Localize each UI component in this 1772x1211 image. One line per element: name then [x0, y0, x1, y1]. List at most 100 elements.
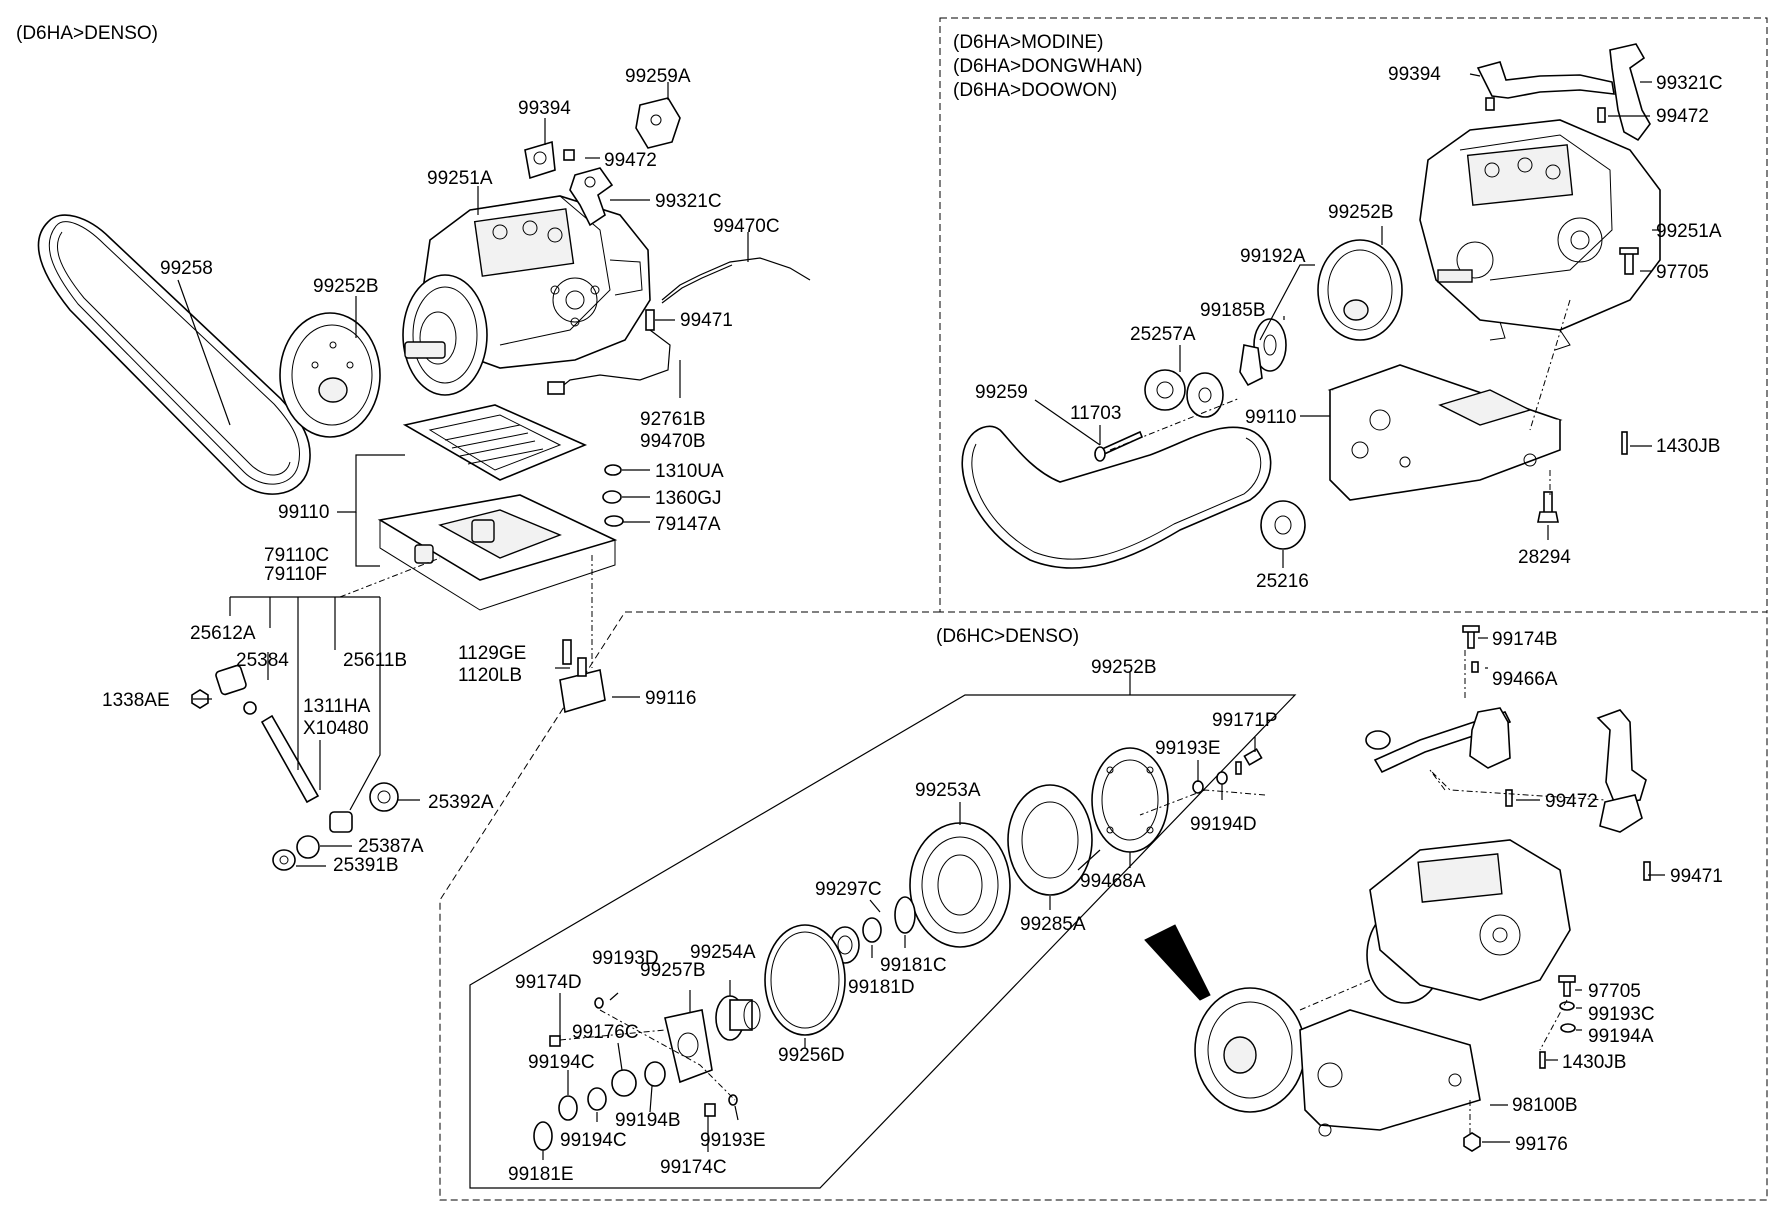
- part-label[interactable]: 99181C: [880, 955, 947, 976]
- part-label[interactable]: 99110: [1245, 407, 1296, 428]
- bolt-99171P: [1235, 748, 1263, 775]
- part-label[interactable]: 99194A: [1588, 1026, 1654, 1047]
- part-label[interactable]: 99321C: [1656, 73, 1723, 94]
- part-label[interactable]: 1360GJ: [655, 488, 722, 509]
- part-label[interactable]: 99471: [680, 310, 733, 331]
- part-label[interactable]: 99472: [1545, 791, 1598, 812]
- part-label[interactable]: 25384: [236, 650, 289, 671]
- rod-assembly-25612A: [191, 664, 399, 871]
- part-label[interactable]: 99321C: [655, 191, 722, 212]
- section-title-doowon: (D6HA>DOOWON): [953, 80, 1117, 101]
- part-label[interactable]: 99193C: [1588, 1004, 1655, 1025]
- part-label[interactable]: 99174C: [660, 1157, 727, 1178]
- part-label[interactable]: 97705: [1656, 262, 1709, 283]
- part-label[interactable]: 99193E: [1155, 738, 1221, 759]
- part-label[interactable]: 79110F: [264, 564, 327, 585]
- plate-99468A: [1091, 747, 1169, 853]
- part-label[interactable]: 99251A: [1656, 221, 1722, 242]
- part-label[interactable]: 99192A: [1240, 246, 1306, 267]
- fasteners-c: [1462, 625, 1651, 1152]
- idler-25257A: [1144, 369, 1224, 418]
- part-label[interactable]: 99254A: [690, 942, 756, 963]
- part-label[interactable]: 99194C: [560, 1130, 627, 1151]
- part-label[interactable]: 25216: [1256, 571, 1309, 592]
- part-label[interactable]: 99116: [645, 688, 696, 709]
- part-label[interactable]: 99171P: [1212, 710, 1278, 731]
- part-label[interactable]: 99470C: [713, 216, 780, 237]
- part-label[interactable]: 25392A: [428, 792, 494, 813]
- part-label[interactable]: 99252B: [313, 276, 379, 297]
- part-label[interactable]: 98100B: [1512, 1095, 1578, 1116]
- part-label[interactable]: 99176C: [572, 1022, 639, 1043]
- clutch-pulley-on-compressor: [402, 274, 488, 396]
- part-label[interactable]: 92761B: [640, 409, 706, 430]
- part-label[interactable]: 11703: [1070, 403, 1121, 424]
- part-label[interactable]: 99468A: [1080, 871, 1146, 892]
- part-label[interactable]: 99193E: [700, 1130, 766, 1151]
- belt-99258: [37, 214, 311, 495]
- part-label[interactable]: 28294: [1518, 547, 1571, 568]
- part-label[interactable]: 99259: [975, 382, 1028, 403]
- part-label[interactable]: 25391B: [333, 855, 399, 876]
- part-label[interactable]: 1120LB: [458, 665, 522, 686]
- part-label[interactable]: 99285A: [1020, 914, 1086, 935]
- part-label[interactable]: 99252B: [1328, 202, 1394, 223]
- part-label[interactable]: 99258: [160, 258, 213, 279]
- compressor-c: [1369, 839, 1571, 1001]
- part-label[interactable]: 99394: [1388, 64, 1441, 85]
- part-label[interactable]: 1129GE: [458, 643, 526, 664]
- bracket-99110: [377, 404, 618, 611]
- part-label[interactable]: 99297C: [815, 879, 882, 900]
- labels-section-b: 99394 99321C 99472 99252B 99251A 99192A …: [975, 64, 1723, 592]
- part-label[interactable]: 25612A: [190, 623, 256, 644]
- part-label[interactable]: 1310UA: [655, 461, 724, 482]
- part-label[interactable]: 99193D: [592, 948, 659, 969]
- part-label[interactable]: 99252B: [1091, 657, 1157, 678]
- part-label[interactable]: 99194C: [528, 1052, 595, 1073]
- part-label[interactable]: 79147A: [655, 514, 721, 535]
- part-label[interactable]: 97705: [1588, 981, 1641, 1002]
- part-label[interactable]: 99472: [1656, 106, 1709, 127]
- part-label[interactable]: 99472: [604, 150, 657, 171]
- bolt-97705-b: [1619, 247, 1639, 275]
- part-label[interactable]: 25387A: [358, 836, 424, 857]
- part-label[interactable]: 99181E: [508, 1164, 574, 1185]
- part-label[interactable]: 99253A: [915, 780, 981, 801]
- part-label[interactable]: 1430JB: [1562, 1052, 1626, 1073]
- pulley-99252B: [279, 312, 381, 438]
- part-label[interactable]: 99181D: [848, 977, 915, 998]
- part-label[interactable]: 99466A: [1492, 669, 1558, 690]
- coil-99285A: [1007, 784, 1101, 896]
- part-label[interactable]: 99185B: [1200, 300, 1266, 321]
- part-label[interactable]: 99194B: [615, 1110, 681, 1131]
- part-label[interactable]: 99176: [1515, 1134, 1568, 1155]
- part-label[interactable]: 99251A: [427, 168, 493, 189]
- part-label[interactable]: 99259A: [625, 66, 691, 87]
- part-label[interactable]: 1311HA: [303, 696, 371, 717]
- pipe-99321C: [569, 167, 614, 227]
- part-label[interactable]: 99194D: [1190, 814, 1257, 835]
- compressor-99251A-b: [1419, 119, 1661, 351]
- leaders-section-a: [177, 82, 749, 867]
- part-label[interactable]: 79110C: [264, 545, 329, 566]
- part-label[interactable]: 1338AE: [102, 690, 170, 711]
- pipe-99394-b: [1476, 61, 1615, 111]
- part-label[interactable]: 99470B: [640, 431, 706, 452]
- part-label[interactable]: 99174D: [515, 972, 582, 993]
- part-label[interactable]: 25257A: [1130, 324, 1196, 345]
- part-label[interactable]: 99110: [278, 502, 329, 523]
- part-label[interactable]: 99174B: [1492, 629, 1558, 650]
- part-label[interactable]: 99256D: [778, 1045, 845, 1066]
- part-label[interactable]: X10480: [303, 718, 369, 739]
- plate-99185B: [1253, 318, 1287, 372]
- switch-99471: [547, 309, 671, 395]
- part-label[interactable]: 99257B: [640, 960, 706, 981]
- part-label[interactable]: 25611B: [343, 650, 407, 671]
- bracket-98100B: [1299, 1009, 1481, 1137]
- part-label[interactable]: 99471: [1670, 866, 1723, 887]
- nuts-1310UA-1360GJ-79147A: [602, 464, 624, 527]
- part-label[interactable]: 99394: [518, 98, 571, 119]
- part-label[interactable]: 1430JB: [1656, 436, 1720, 457]
- plate-99257B: [664, 1009, 713, 1084]
